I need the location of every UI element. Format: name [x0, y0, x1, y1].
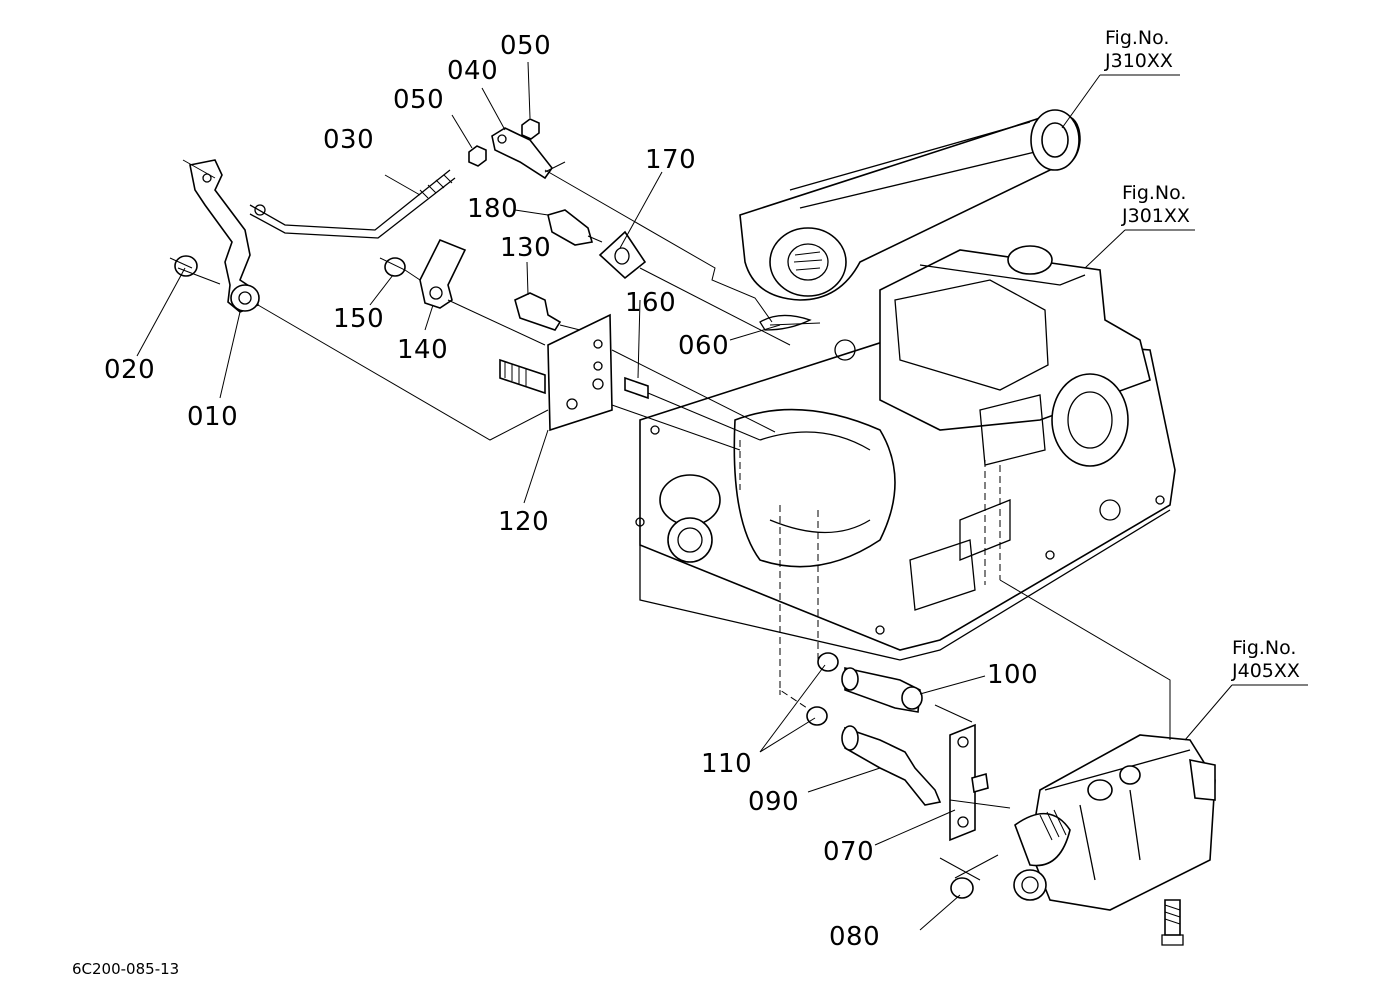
part-label-060: 060 [678, 331, 730, 361]
part-label-050-top: 050 [500, 31, 552, 61]
figure-ref-number: J301XX [1122, 205, 1190, 227]
figure-ref-j301xx: Fig.No. J301XX [1122, 182, 1190, 228]
part-label-140: 140 [397, 335, 449, 365]
part-label-120: 120 [498, 507, 550, 537]
lift-arm-drawing [739, 109, 1081, 301]
part-label-110: 110 [701, 749, 753, 779]
drawing-code: 6C200-085-13 [72, 960, 180, 978]
figure-ref-j310xx: Fig.No. J310XX [1105, 27, 1173, 73]
part-label-160: 160 [625, 288, 677, 318]
assembly-lines [169, 159, 1171, 881]
hydraulic-housing-drawing [635, 245, 1176, 661]
part-label-130: 130 [500, 233, 552, 263]
small-parts-drawing [174, 118, 989, 899]
figure-ref-j405xx: Fig.No. J405XX [1232, 637, 1300, 683]
part-label-010: 010 [187, 402, 239, 432]
part-label-170: 170 [645, 145, 697, 175]
figure-ref-number: J310XX [1105, 50, 1173, 72]
figure-ref-caption: Fig.No. [1105, 27, 1170, 49]
figure-ref-number: J405XX [1232, 660, 1300, 682]
part-label-080: 080 [829, 922, 881, 952]
figure-ref-caption: Fig.No. [1232, 637, 1297, 659]
control-valve-drawing [1013, 734, 1216, 946]
part-label-030: 030 [323, 125, 375, 155]
leader-lines [136, 61, 1308, 931]
part-label-020: 020 [104, 355, 156, 385]
part-label-150: 150 [333, 304, 385, 334]
part-label-040: 040 [447, 56, 499, 86]
part-label-090: 090 [748, 787, 800, 817]
part-label-070: 070 [823, 837, 875, 867]
part-label-180: 180 [467, 194, 519, 224]
part-label-100: 100 [987, 660, 1039, 690]
part-label-050-left: 050 [393, 85, 445, 115]
figure-ref-caption: Fig.No. [1122, 182, 1187, 204]
